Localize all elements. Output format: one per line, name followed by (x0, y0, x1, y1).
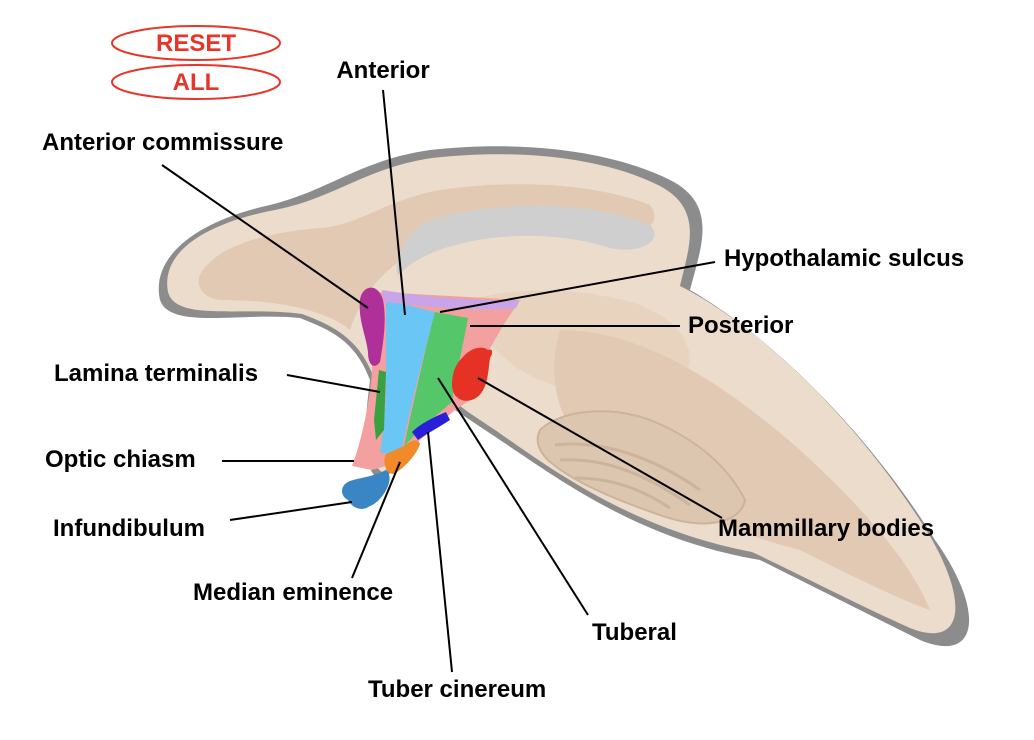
all-button[interactable]: ALL (111, 64, 281, 100)
label-anterior[interactable]: Anterior (336, 57, 429, 84)
leader-tuber-cinereum (427, 431, 453, 673)
anterior-region[interactable] (380, 300, 435, 455)
infundibulum-region[interactable] (342, 470, 390, 509)
reset-button-label: RESET (156, 30, 236, 57)
label-tuber-cinereum[interactable]: Tuber cinereum (368, 676, 546, 703)
brainstem (554, 330, 930, 610)
label-median-eminence[interactable]: Median eminence (193, 579, 393, 606)
label-tuberal[interactable]: Tuberal (592, 619, 677, 646)
all-button-label: ALL (173, 69, 220, 96)
leader-hypothalamic-sulcus (439, 261, 716, 313)
cerebellum-fold (554, 442, 701, 510)
median-eminence-region[interactable] (384, 440, 420, 474)
leader-anterior (382, 89, 406, 316)
label-hypothalamic-sulcus[interactable]: Hypothalamic sulcus (724, 245, 964, 272)
leader-lamina-terminalis (286, 374, 381, 393)
label-anterior-commissure[interactable]: Anterior commissure (42, 129, 283, 156)
leader-median-eminence (351, 461, 401, 579)
leader-infundibulum (229, 501, 353, 521)
reset-button[interactable]: RESET (111, 25, 281, 61)
leader-anterior-commissure (161, 164, 369, 309)
mammillary-bodies-region[interactable] (452, 347, 493, 401)
cerebellum (536, 410, 747, 525)
label-mammillary-bodies[interactable]: Mammillary bodies (718, 515, 934, 542)
label-lamina-terminalis[interactable]: Lamina terminalis (54, 360, 258, 387)
label-infundibulum[interactable]: Infundibulum (53, 515, 205, 542)
leader-tuberal (437, 377, 589, 616)
corpus-callosum (396, 205, 655, 276)
label-posterior[interactable]: Posterior (688, 312, 793, 339)
tuberal-region[interactable] (404, 312, 468, 446)
label-optic-chiasm[interactable]: Optic chiasm (45, 446, 196, 473)
lamina-terminalis-region[interactable] (374, 370, 386, 440)
leader-mammillary-bodies (477, 377, 723, 519)
tuber-cinereum-region[interactable] (412, 412, 450, 440)
